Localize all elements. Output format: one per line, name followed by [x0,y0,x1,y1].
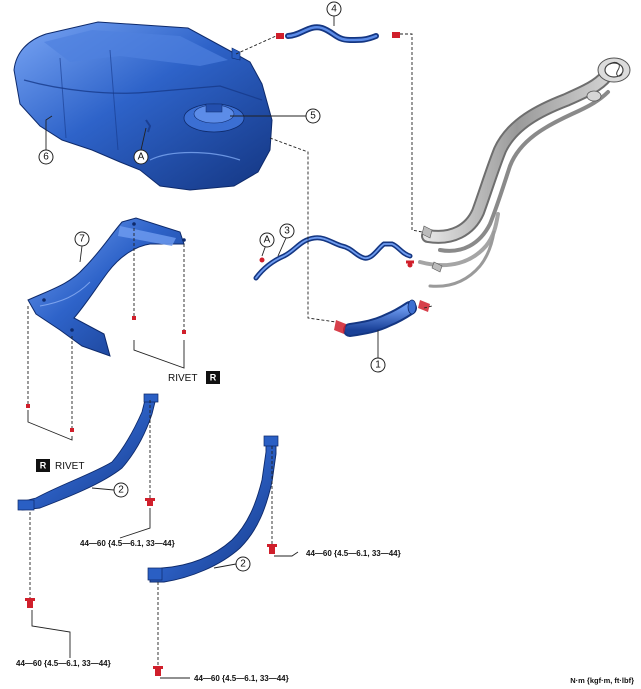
torque-units-note: N·m {kgf·m, ft·lbf} [570,676,634,685]
svg-text:2: 2 [118,485,124,496]
svg-text:4: 4 [331,4,337,15]
rivet-label-left: R RIVET [36,459,84,472]
fuel-tank-strap-left [17,393,159,511]
svg-text:1: 1 [375,360,381,371]
torque-spec-strap-right-lower: 44—60 {4.5—6.1, 33—44} [194,674,289,683]
callout-ref-a-tank: A [133,149,149,165]
svg-text:5: 5 [310,111,316,122]
svg-text:RIVET: RIVET [55,461,84,472]
fuel-filler-pipe [406,57,631,288]
callout-5: 5 [305,108,321,124]
callout-ref-a-hose: A [259,232,275,248]
callout-7: 7 [74,231,90,247]
torque-spec-strap-right-upper: 44—60 {4.5—6.1, 33—44} [306,549,401,558]
svg-text:A: A [264,235,271,246]
torque-spec-strap-left-lower: 44—60 {4.5—6.1, 33—44} [16,659,111,668]
strap-bolts [25,498,277,676]
callout-2-right: 2 [235,556,251,572]
callout-3: 3 [279,223,295,239]
evaporative-hose [253,235,413,281]
rivet-markers [26,316,186,432]
svg-text:R: R [210,373,217,383]
hose-clamp [276,32,400,39]
fuel-filler-hose [334,299,430,337]
callout-6: 6 [38,149,54,165]
fuel-tank [13,21,273,191]
svg-text:R: R [40,461,47,471]
svg-text:3: 3 [284,226,290,237]
fuel-tank-strap-right [147,435,279,583]
vent-hose [285,24,379,44]
callout-2-left: 2 [113,482,129,498]
svg-text:A: A [138,152,145,163]
svg-text:7: 7 [79,234,85,245]
heat-insulator [27,217,186,357]
svg-text:6: 6 [43,152,49,163]
leader-lines [27,16,379,679]
assembly-guide-lines [27,33,433,668]
callout-4: 4 [326,1,342,17]
rivet-label-right: RIVET R [168,371,220,384]
svg-text:2: 2 [240,559,246,570]
svg-text:RIVET: RIVET [168,373,197,384]
callout-1: 1 [370,357,386,373]
torque-spec-strap-left-upper: 44—60 {4.5—6.1, 33—44} [80,539,175,548]
